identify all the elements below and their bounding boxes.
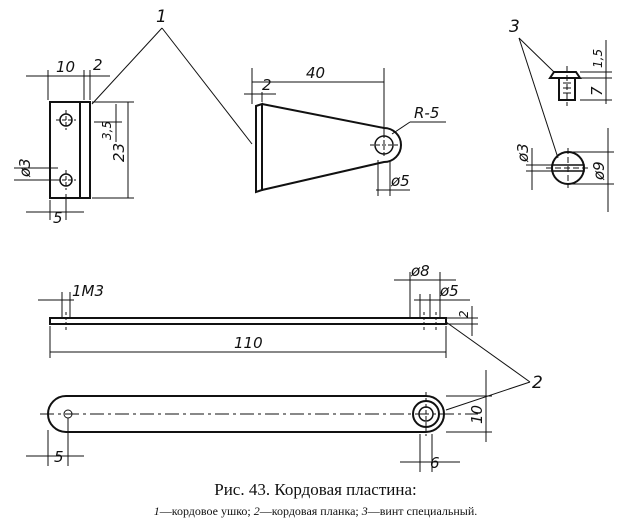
ushko-dim-phi3: ø3: [16, 158, 34, 178]
planka-dim-110: 110: [234, 334, 263, 352]
figure-caption-title: Рис. 43. Кордовая пластина:: [214, 480, 417, 499]
screw-dim-phi3: ø3: [514, 143, 532, 163]
ushko-dim-23: 23: [110, 143, 128, 162]
legend-num-1: 1: [153, 504, 160, 518]
planka-dim-6: 6: [430, 454, 440, 472]
callout-1: 1: [156, 7, 167, 27]
callout-leaders: [91, 27, 559, 411]
planka-side-drawing: [38, 272, 478, 358]
planka-dim-10: 10: [468, 405, 486, 424]
screw-dim-7: 7: [588, 86, 606, 96]
bracket-dim-phi5: ø5: [390, 172, 410, 190]
screw-dim-1-5: 1,5: [591, 49, 605, 68]
legend-num-2: 2: [253, 504, 260, 518]
callout-2: 2: [532, 373, 543, 393]
callout-3: 3: [509, 17, 520, 37]
bracket-drawing: [244, 68, 446, 196]
bracket-dim-2: 2: [262, 76, 272, 94]
legend-text-3: —винт специальный.: [367, 504, 478, 518]
planka-dim-5: 5: [54, 448, 64, 466]
ushko-dim-3-5: 3,5: [100, 121, 114, 140]
planka-plan-drawing: [26, 370, 492, 472]
ushko-dim-5: 5: [53, 209, 63, 227]
planka-dim-phi8: ø8: [410, 262, 430, 280]
ushko-drawing: [14, 70, 134, 220]
bracket-dim-40: 40: [306, 64, 325, 82]
ushko-dim-2: 2: [93, 56, 103, 74]
ushko-dim-10: 10: [56, 58, 75, 76]
screw-dim-phi9: ø9: [590, 161, 608, 181]
planka-dim-phi5: ø5: [439, 282, 459, 300]
planka-dim-m3: 1М3: [72, 282, 104, 300]
screw-drawing: [526, 40, 614, 212]
figure-caption-legend: 1—кордовое ушко; 2—кордовая планка; 3—ви…: [0, 504, 631, 519]
bracket-radius: R-5: [414, 104, 439, 122]
legend-num-3: 3: [361, 504, 368, 518]
legend-text-2: —кордовая планка;: [259, 504, 362, 518]
legend-text-1: —кордовое ушко;: [159, 504, 254, 518]
planka-dim-2: 2: [457, 310, 471, 318]
